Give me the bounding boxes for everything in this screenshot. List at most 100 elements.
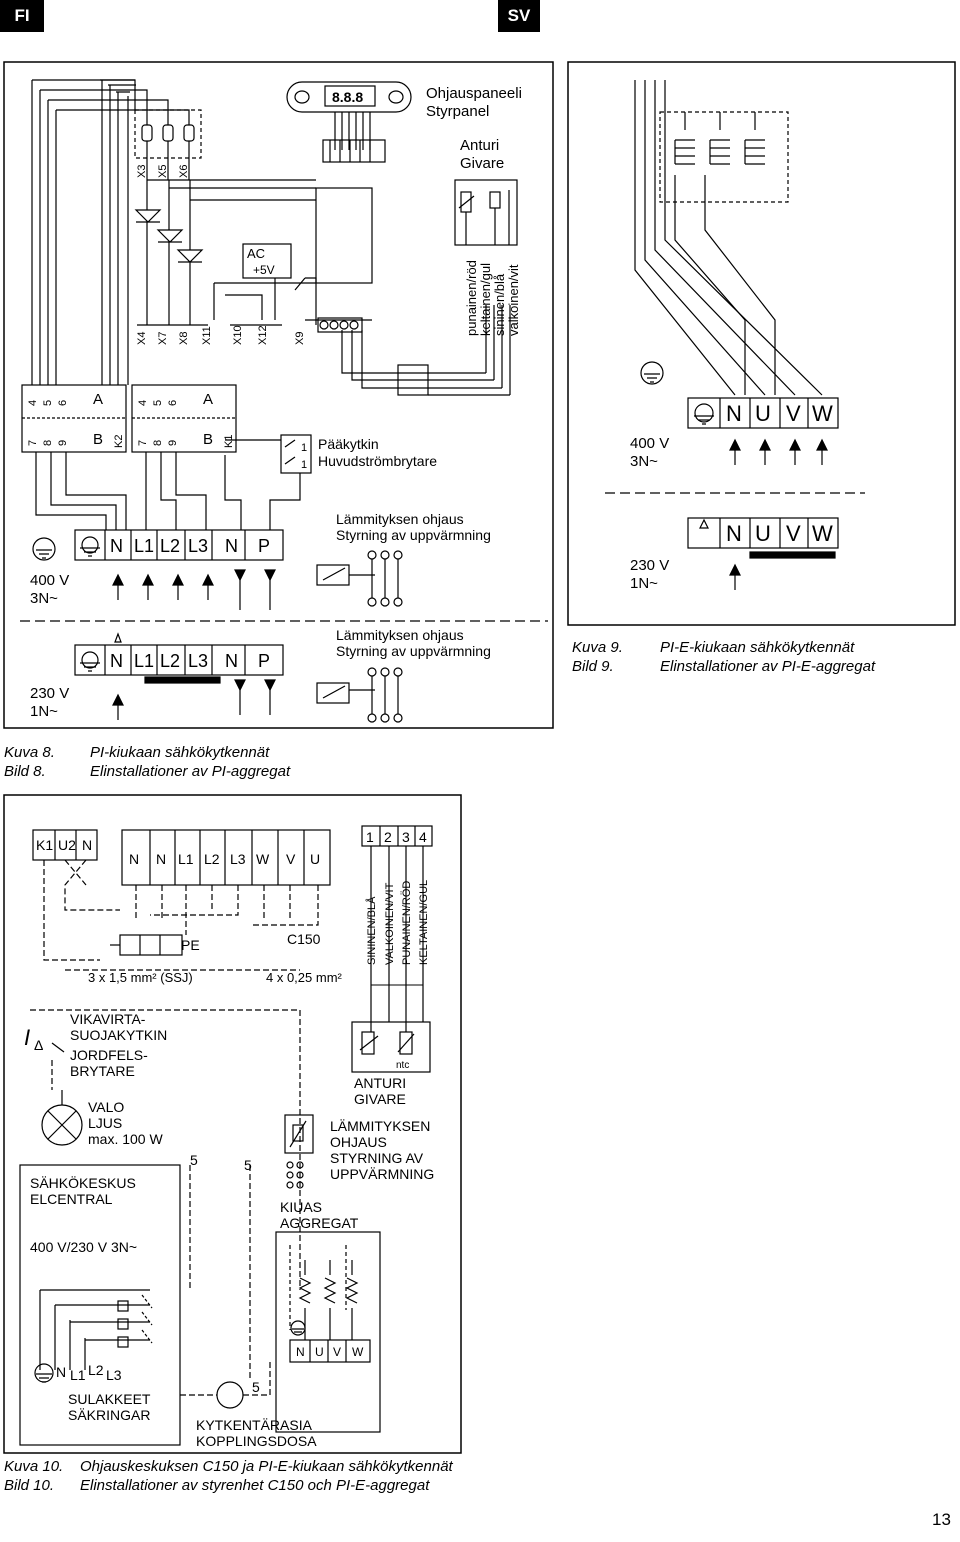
- terminal-x3: X3: [136, 165, 148, 178]
- tb1n-l3: L3: [188, 651, 208, 671]
- wire-color-red: punainen/röd: [464, 260, 479, 336]
- language-tab-fi: FI: [0, 0, 44, 32]
- terminal-x7: X7: [157, 332, 169, 345]
- k1-bot-8: 8: [152, 440, 164, 446]
- supply-n: N: [56, 1364, 66, 1380]
- heat-control-3: STYRNING AV: [330, 1150, 424, 1166]
- heater-label-2: AGGREGAT: [280, 1215, 359, 1231]
- main-block-n1: N: [129, 851, 139, 867]
- switch-num-1: 1: [301, 442, 307, 454]
- control-panel-label-fi: Ohjauspaneeli: [426, 85, 522, 102]
- k1-top-a: A: [203, 391, 213, 408]
- fig9-terminal-block-1n: [687, 517, 839, 549]
- lamp-icon: [41, 1090, 83, 1146]
- k2-top-6: 6: [57, 400, 69, 406]
- main-switch-label-sv: Huvudströmbrytare: [318, 453, 437, 469]
- main-block-l2: L2: [204, 851, 220, 867]
- rcd-symbol: I: [24, 1025, 30, 1050]
- tb3n-l3: L3: [188, 536, 208, 556]
- junction-label-2: KOPPLINGSDOSA: [196, 1433, 317, 1449]
- wire-label-red: PUNAINEN/RÖD: [401, 881, 413, 965]
- heater-terminal-u: U: [315, 1345, 324, 1359]
- caption-fig10-fi-text: Ohjauskeskuksen C150 ja PI-E-kiukaan säh…: [80, 1458, 453, 1475]
- k2-top-5: 5: [42, 400, 54, 406]
- terminal-x12: X12: [257, 325, 269, 345]
- main-switch-label-fi: Pääkytkin: [318, 436, 379, 452]
- control-panel-label-sv: Styrpanel: [426, 103, 489, 120]
- main-block-u: U: [310, 851, 320, 867]
- wire-label-yellow: KELTAINEN/GUL: [418, 880, 430, 965]
- fig9-tb3n-w: W: [812, 401, 833, 426]
- terminal-x9: X9: [294, 332, 306, 345]
- terminal-x8: X8: [178, 332, 190, 345]
- k2-name: K2: [113, 435, 125, 448]
- k2-bot-7: 7: [27, 440, 39, 446]
- caption-fig8-fi-text: PI-kiukaan sähkökytkennät: [90, 744, 270, 761]
- tb1n-l2: L2: [160, 651, 180, 671]
- fig9-tb1n-w: W: [812, 521, 833, 546]
- heating-control-label-sv: Styrning av uppvärmning: [336, 527, 491, 543]
- rcd-label-3: JORDFELS-: [70, 1047, 148, 1063]
- fig9-voltage-1n-b: 1N~: [630, 575, 658, 592]
- page-number: 13: [932, 1510, 951, 1529]
- tb3n-p: P: [258, 536, 270, 556]
- caption-fig10-sv-text: Elinstallationer av styrenhet C150 och P…: [80, 1477, 430, 1494]
- resistor-icons: [141, 124, 195, 142]
- tb3n-l1: L1: [134, 536, 154, 556]
- heating-element-icons: [674, 112, 765, 165]
- junction-label-1: KYTKENTÄRASIA: [196, 1417, 313, 1433]
- rcd-label-2: SUOJAKYTKIN: [70, 1027, 167, 1043]
- main-block-n2: N: [156, 851, 166, 867]
- sensor-label-fi-10: ANTURI: [354, 1075, 406, 1091]
- rcd-label-1: VIKAVIRTA-: [70, 1011, 146, 1027]
- terminal-x10: X10: [232, 325, 244, 345]
- heat-control-4: UPPVÄRMNING: [330, 1166, 434, 1182]
- c150-label: C150: [287, 931, 321, 947]
- lamp-label-3: max. 100 W: [88, 1131, 163, 1147]
- display-digits: 8.8.8: [332, 89, 363, 105]
- k2-top-4: 4: [27, 400, 39, 406]
- fig9-tb1n-v: V: [786, 521, 801, 546]
- distribution-label-2: ELCENTRAL: [30, 1191, 113, 1207]
- distribution-label-1: SÄHKÖKESKUS: [30, 1174, 136, 1191]
- caption-fig8: Kuva 8.PI-kiukaan sähkökytkennät Bild 8.…: [4, 743, 290, 781]
- caption-fig9-sv-text: Elinstallationer av PI-E-aggregat: [660, 658, 876, 675]
- main-switch: [280, 434, 312, 474]
- num-block-4: 4: [419, 829, 427, 845]
- cable-count-3: 5: [252, 1379, 260, 1395]
- heating-control-1n-label-fi: Lämmityksen ohjaus: [336, 627, 464, 643]
- num-block-3: 3: [402, 829, 410, 845]
- k1-bot-b: B: [203, 431, 213, 448]
- heater-terminal-w: W: [352, 1345, 364, 1359]
- caption-fig9-fi-text: PI-E-kiukaan sähkökytkennät: [660, 639, 855, 656]
- cable-2-label: 4 x 0,25 mm²: [266, 970, 343, 985]
- terminal-x11: X11: [201, 326, 213, 345]
- rcd-symbol-sub: Δ: [34, 1037, 43, 1053]
- caption-fig9-fi-label: Kuva 9.: [572, 639, 623, 656]
- k1-bot-7: 7: [137, 440, 149, 446]
- cable-1-label: 3 x 1,5 mm² (SSJ): [88, 970, 193, 985]
- wire-label-blue: SININEN/BLÅ: [365, 896, 378, 965]
- k1-top-5: 5: [152, 400, 164, 406]
- terminal-block-1n: [74, 644, 284, 676]
- tb1n-l1: L1: [134, 651, 154, 671]
- fuse-label-1: SULAKKEET: [68, 1391, 151, 1407]
- caption-fig10: Kuva 10.Ohjauskeskuksen C150 ja PI-E-kiu…: [4, 1457, 453, 1495]
- fig9-tb1n-n: N: [726, 521, 742, 546]
- voltage-label: 400 V/230 V 3N~: [30, 1239, 137, 1255]
- rcd-label-4: BRYTARE: [70, 1063, 135, 1079]
- main-block-v: V: [286, 851, 296, 867]
- caption-fig10-sv-label: Bild 10.: [4, 1477, 55, 1494]
- main-block-w: W: [256, 851, 270, 867]
- ntc-label: ntc: [396, 1060, 409, 1071]
- wire-label-white: VALKOINEN/VIT: [384, 882, 396, 965]
- voltage-1n-a: 230 V: [30, 685, 69, 702]
- terminal-block-3n: [74, 529, 284, 561]
- fuse-icons: [117, 1300, 129, 1348]
- plus5v-label: +5V: [253, 263, 275, 277]
- heater-frame: [275, 1231, 381, 1433]
- heating-control-1n-label-sv: Styrning av uppvärmning: [336, 643, 491, 659]
- k-block-k1: K1: [36, 837, 53, 853]
- heater-terminal-v: V: [333, 1345, 341, 1359]
